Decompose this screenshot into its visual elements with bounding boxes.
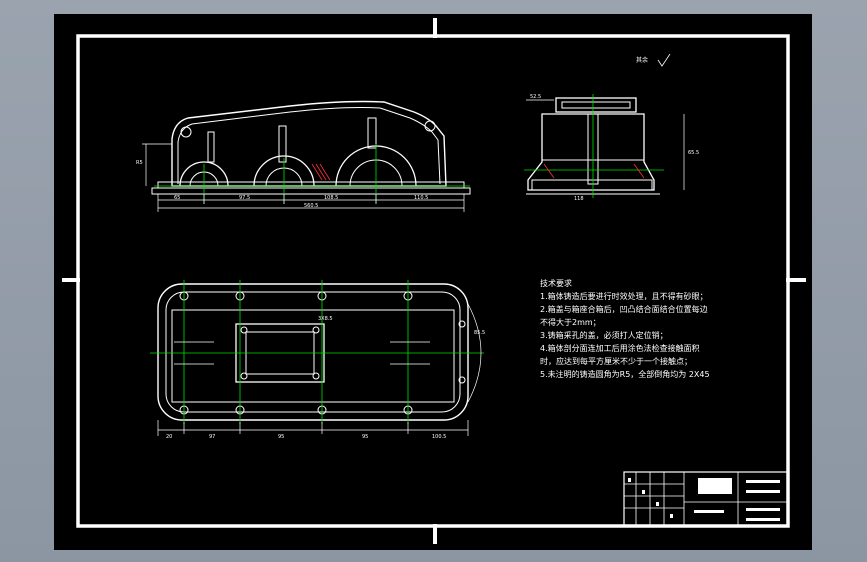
- top-dim-4: 95: [362, 434, 368, 440]
- front-dim-1: 65: [174, 195, 180, 201]
- front-view: [142, 100, 471, 212]
- drawing-svg: 65 97.5 108.5 110.5 560.5 R5: [62, 18, 806, 544]
- side-view: [524, 94, 685, 198]
- note-line: 不得大于2mm；: [540, 317, 601, 327]
- top-dim-center: 3X8.5: [318, 316, 333, 322]
- roughness-note: 其余: [636, 56, 648, 64]
- front-dim-left: R5: [136, 160, 143, 166]
- top-dim-2: 97: [209, 434, 215, 440]
- front-dims: 65 97.5 108.5 110.5 560.5 R5: [136, 160, 428, 209]
- drawing-canvas: 65 97.5 108.5 110.5 560.5 R5: [54, 14, 812, 550]
- note-line: 4.箱体剖分面连加工后用涂色法检查接触面积: [540, 343, 700, 353]
- side-dim-top: 52.5: [530, 94, 541, 100]
- note-line: 时，应达到每平方厘米不少于一个接触点；: [540, 356, 692, 366]
- note-line: 1.箱体铸造后要进行时效处理，且不得有砂眼；: [540, 291, 708, 301]
- note-line: 3.铸箱采孔的盖，必须打人定位销；: [540, 330, 668, 340]
- front-dim-total: 560.5: [304, 203, 318, 209]
- top-dim-3: 95: [278, 434, 284, 440]
- top-dims: 20 97 95 95 100.5 85.5 3X8.5: [166, 316, 485, 440]
- note-line: 2.箱盖与箱座合箱后，凹凸结合面结合位置每边: [540, 304, 708, 314]
- technical-notes: 技术要求 1.箱体铸造后要进行时效处理，且不得有砂眼； 2.箱盖与箱座合箱后，凹…: [540, 278, 710, 379]
- title-block: [623, 471, 789, 527]
- top-dim-right: 85.5: [474, 330, 485, 336]
- top-dim-1: 20: [166, 434, 172, 440]
- top-dim-5: 100.5: [432, 434, 446, 440]
- side-dims: 52.5 65.5 118: [530, 94, 699, 202]
- roughness-symbol: 其余: [636, 53, 671, 67]
- side-dim-bottom: 118: [574, 196, 584, 202]
- front-dim-2: 97.5: [239, 195, 250, 201]
- note-line: 5.未注明的铸造圆角为R5，全部倒角均为 2X45: [540, 369, 710, 379]
- sheet-frame: [62, 18, 806, 544]
- front-dim-3: 108.5: [324, 195, 338, 201]
- front-dim-4: 110.5: [414, 195, 428, 201]
- top-view: [150, 280, 484, 436]
- side-dim-right: 65.5: [688, 150, 699, 156]
- notes-heading: 技术要求: [540, 278, 572, 288]
